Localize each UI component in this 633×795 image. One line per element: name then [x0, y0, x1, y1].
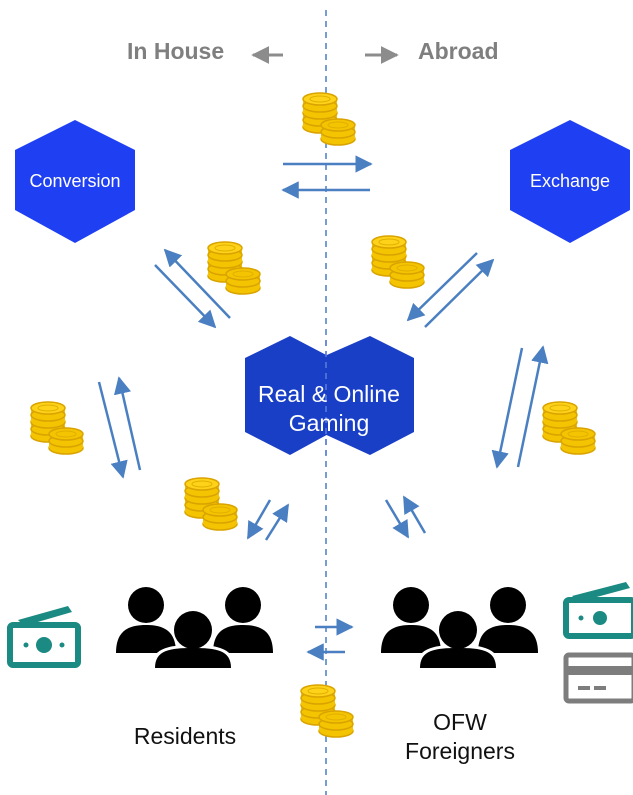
arrow-exchange-to-gaming	[406, 252, 478, 322]
abroad-heading: Abroad	[418, 38, 499, 64]
coin-stack-icon	[542, 401, 596, 455]
exchange-hexagon	[510, 120, 630, 243]
arrow-residents-to-conversion	[113, 376, 142, 471]
gaming-label-line2: Gaming	[288, 409, 370, 436]
gaming-label: Real & Online Gaming	[234, 380, 424, 438]
arrow-exchange-to-ofw	[491, 347, 524, 469]
arrow-conversion-to-residents	[97, 381, 128, 479]
coin-stack-icon	[300, 684, 354, 738]
credit-card-icon	[563, 652, 633, 704]
conversion-label: Conversion	[29, 171, 121, 191]
cash-icon	[563, 582, 633, 639]
ofw-label-line2: Foreigners	[405, 737, 515, 764]
residents-label: Residents	[133, 723, 237, 749]
gaming-label-line1: Real & Online	[258, 381, 400, 407]
coin-stack-icon	[371, 235, 425, 289]
cash-icon	[7, 606, 81, 668]
conversion-hexagon	[15, 120, 135, 243]
exchange-label: Exchange	[529, 171, 611, 191]
ofw-people-icon	[381, 587, 538, 672]
ofw-label-line1: OFW	[433, 709, 487, 735]
coin-stack-icon	[207, 241, 261, 295]
gaming-hexagon-bridge	[300, 358, 360, 432]
ofw-label: OFW Foreigners	[385, 708, 535, 766]
coin-stack-icon	[30, 401, 84, 455]
arrow-gaming-to-ofw	[384, 499, 410, 539]
arrow-ofw-to-gaming	[402, 495, 427, 534]
arrow-conversion-to-gaming	[154, 264, 217, 329]
arrow-residents-to-gaming	[264, 503, 290, 541]
coin-stack-icon	[184, 477, 238, 531]
residents-people-icon	[116, 587, 273, 672]
arrow-gaming-to-residents	[246, 499, 272, 540]
arrow-ofw-to-exchange	[516, 345, 549, 468]
arrow-gaming-to-exchange	[424, 258, 495, 328]
in-house-heading: In House	[127, 38, 225, 64]
coin-stack-icon	[302, 92, 356, 146]
arrow-gaming-to-conversion	[163, 248, 231, 319]
